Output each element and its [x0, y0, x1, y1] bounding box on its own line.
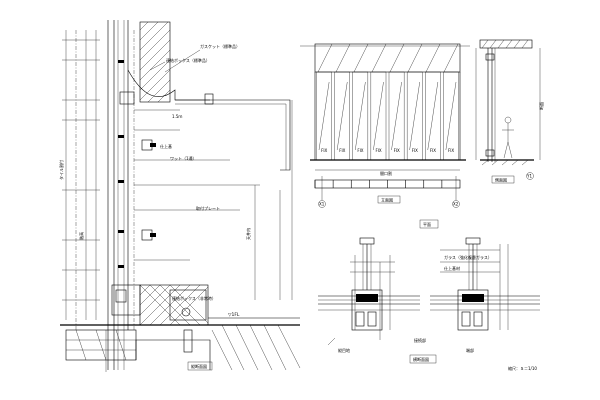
- panel-label: FIX: [448, 148, 454, 153]
- side-grid: Y1: [526, 174, 532, 179]
- vertical-dim-left: タイル割付: [58, 160, 64, 180]
- panel-label: FIX: [430, 148, 436, 153]
- plan-label-top: 平面: [423, 222, 431, 227]
- glass-reflection-line: [318, 81, 330, 151]
- label-mount-plate: 取付プレート: [196, 205, 220, 211]
- label-spacing: 1.5ｍ: [172, 114, 182, 119]
- panel-label: FIX: [339, 148, 345, 153]
- side-title: 側面図: [495, 177, 507, 183]
- grid-right: X2: [453, 202, 459, 207]
- callout-top: ガスケット（標準品）: [200, 43, 240, 49]
- scale-note: 縮尺：Ｓ＝1/10: [508, 365, 537, 371]
- vertical-section-detail: ガスケット（標準品） 連結ボックス（標準品） 仕上基 1.5ｍ ワット（1通） …: [58, 20, 301, 372]
- glass-reflection-line: [355, 81, 366, 151]
- plan-detail-left: 縦目地: [318, 237, 420, 353]
- plan-title-left: 縦目地: [338, 347, 350, 353]
- side-label: 断面: [538, 102, 544, 110]
- plan-label-2: 仕上基材: [444, 265, 460, 271]
- plan-label-1: ガラス（強化複層ガラス）: [444, 254, 492, 260]
- label-bottom-box: 連結ボックス（非常時）: [172, 295, 216, 301]
- glass-reflection-line: [336, 81, 348, 151]
- elevation-dim-top: 間口割: [380, 170, 392, 176]
- panel-label: FIX: [394, 148, 400, 153]
- vertical-dim-right: 天井内: [245, 228, 251, 240]
- plan-title-mid: 接続部: [414, 337, 426, 343]
- plan-details: 平面 縦目地: [318, 219, 540, 364]
- glass-reflection-line: [373, 81, 384, 151]
- plan-detail-right: ガラス（強化複層ガラス） 仕上基材 端部: [430, 237, 540, 353]
- elevation-title: 立面図: [381, 197, 393, 203]
- glass-reflection-line: [409, 81, 420, 151]
- glass-reflection-line: [391, 81, 402, 151]
- glass-reflection-line: [445, 81, 457, 151]
- side-view: 断面 Y1 側面図: [475, 39, 544, 184]
- level-mark: ▽1FL: [228, 312, 240, 318]
- plan-title-right: 端部: [466, 347, 474, 353]
- panel-label: FIX: [375, 148, 381, 153]
- label-finish-base: 仕上基: [160, 143, 172, 149]
- section-title: 縦断面図: [191, 363, 207, 369]
- callout-upper-left: 連結ボックス（標準品）: [166, 57, 210, 63]
- panel-label: FIX: [412, 148, 418, 153]
- glass-reflection-line: [427, 81, 439, 151]
- vertical-dim-left2: 階高: [78, 232, 84, 240]
- grid-left: X1: [319, 202, 325, 207]
- label-watt: ワット（1通）: [170, 155, 197, 161]
- elevation-view: FIX FIX FIX FIX FIX FIX FIX FIX 間口割 X1 X2 立面図: [300, 43, 470, 208]
- plan-title-main: 横断面図: [413, 356, 429, 362]
- panel-label: FIX: [321, 148, 327, 153]
- panel-label: FIX: [357, 148, 363, 153]
